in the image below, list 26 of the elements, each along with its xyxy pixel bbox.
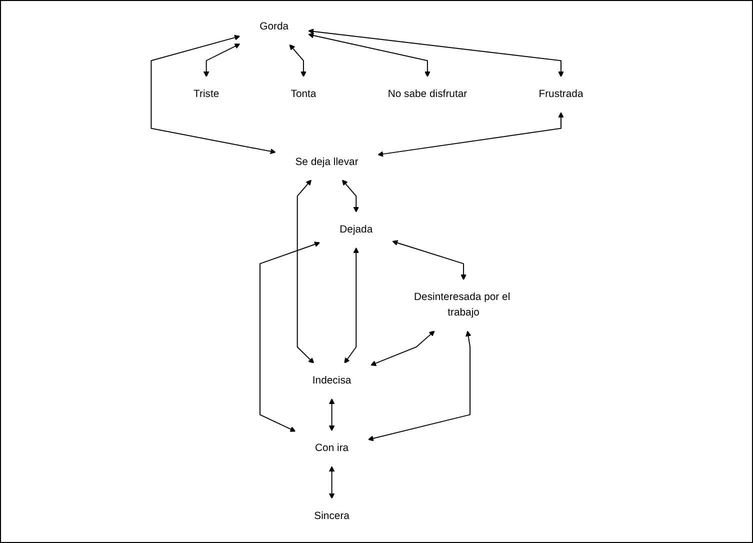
arrow bbox=[296, 180, 314, 364]
arrow bbox=[328, 398, 334, 432]
node-text: Desinteresada por el trabajo bbox=[414, 292, 510, 318]
arrow bbox=[308, 28, 564, 78]
arrow bbox=[150, 34, 276, 154]
node-text: Triste bbox=[193, 88, 219, 100]
node-text: Con ira bbox=[314, 442, 348, 454]
arrow bbox=[370, 330, 434, 366]
arrow bbox=[377, 112, 564, 157]
node-text: Sincera bbox=[314, 510, 349, 522]
arrow bbox=[367, 330, 471, 442]
node-text: Indecisa bbox=[312, 374, 351, 386]
arrow bbox=[344, 247, 358, 364]
node-text: Dejada bbox=[339, 224, 372, 236]
node-text: Frustrada bbox=[538, 88, 583, 100]
arrow bbox=[202, 44, 240, 78]
arrow bbox=[259, 242, 320, 432]
arrow bbox=[328, 466, 334, 499]
node-text: No sabe disfrutar bbox=[387, 88, 467, 100]
node-text: Tonta bbox=[290, 88, 316, 100]
node-text: Se deja llevar bbox=[294, 156, 358, 168]
arrow bbox=[308, 32, 430, 78]
arrow bbox=[392, 240, 466, 280]
arrow bbox=[288, 44, 306, 78]
node-text: Gorda bbox=[259, 20, 288, 32]
arrow bbox=[341, 180, 358, 213]
